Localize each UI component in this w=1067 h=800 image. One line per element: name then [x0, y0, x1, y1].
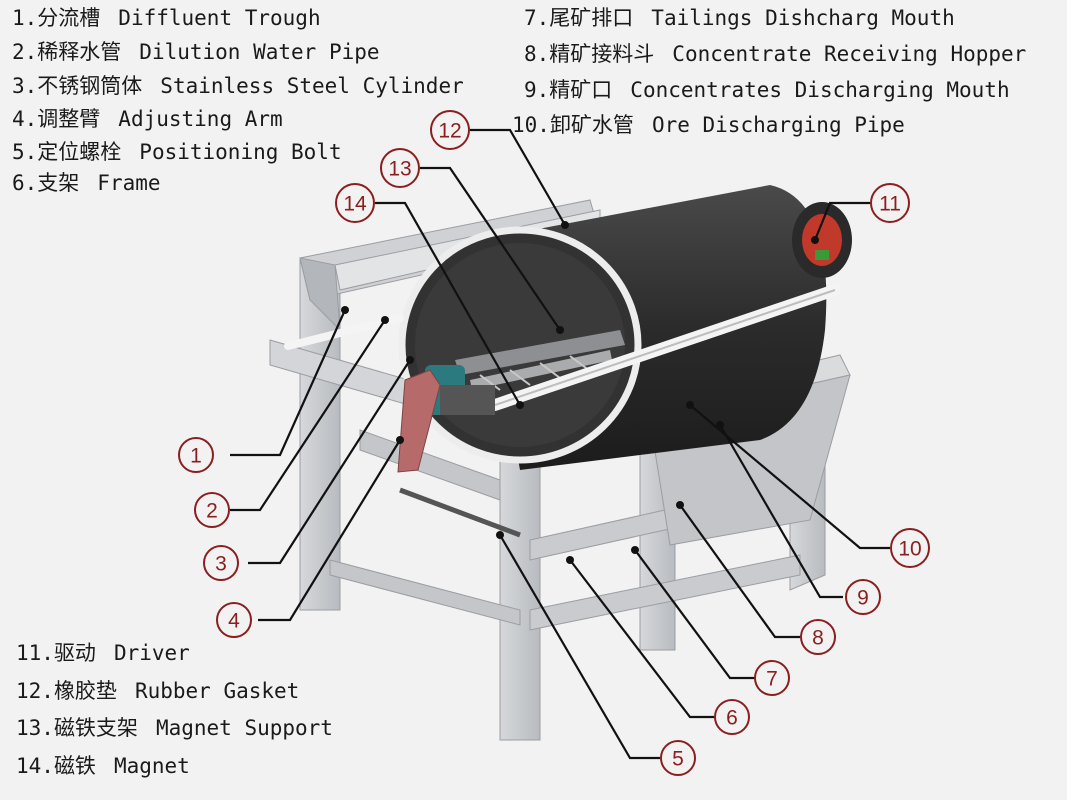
legend-cn: 磁铁: [53, 754, 96, 778]
legend-cn: 尾矿排口: [549, 6, 634, 30]
legend-en: Positioning Bolt: [139, 140, 342, 164]
dilution-water-pipe: [284, 314, 404, 350]
legend-num: 10.: [512, 113, 550, 137]
legend-en: Dilution Water Pipe: [139, 40, 380, 64]
callout-12: 12: [430, 110, 470, 150]
legend-en: Driver: [113, 641, 190, 665]
legend-num: 11.: [16, 641, 54, 665]
callout-11: 11: [870, 183, 910, 223]
legend-num: 13.: [16, 716, 54, 740]
legend-en: Magnet Support: [155, 716, 333, 740]
legend-item-6: 6.支架 Frame: [12, 173, 161, 194]
legend-cn: 磁铁支架: [53, 716, 138, 740]
legend-en: Stainless Steel Cylinder: [160, 74, 464, 98]
legend-cn: 稀释水管: [37, 40, 122, 64]
callout-11-label: 11: [879, 193, 901, 216]
callout-13-label: 13: [388, 158, 411, 181]
legend-en: Tailings Dishcharg Mouth: [651, 6, 955, 30]
callout-5: 5: [660, 740, 696, 776]
legend-cn: 卸矿水管: [549, 113, 634, 137]
legend-en: Ore Discharging Pipe: [651, 113, 905, 137]
legend-item-7: 7.尾矿排口 Tailings Dishcharg Mouth: [524, 8, 955, 29]
legend-num: 5.: [12, 140, 38, 164]
legend-item-9: 9.精矿口 Concentrates Discharging Mouth: [524, 80, 1010, 101]
callout-10: 10: [890, 528, 930, 568]
legend-cn: 调整臂: [37, 107, 101, 131]
driver: [792, 202, 852, 278]
legend-num: 8.: [524, 42, 550, 66]
legend-cn: 橡胶垫: [53, 679, 117, 703]
legend-cn: 不锈钢筒体: [37, 74, 143, 98]
legend-item-8: 8.精矿接料斗 Concentrate Receiving Hopper: [524, 44, 1026, 65]
callout-2-label: 2: [206, 500, 218, 523]
callout-13: 13: [380, 148, 420, 188]
legend-item-4: 4.调整臂 Adjusting Arm: [12, 109, 283, 130]
legend-item-13: 13.磁铁支架 Magnet Support: [16, 718, 333, 739]
callout-9-label: 9: [857, 587, 869, 610]
legend-item-2: 2.稀释水管 Dilution Water Pipe: [12, 42, 380, 63]
callout-3: 3: [203, 545, 239, 581]
legend-en: Rubber Gasket: [134, 679, 300, 703]
callout-7-label: 7: [766, 668, 778, 691]
legend-num: 4.: [12, 107, 38, 131]
legend-cn: 精矿接料斗: [549, 42, 655, 66]
callout-7: 7: [754, 660, 790, 696]
callout-4-label: 4: [228, 610, 240, 633]
adjusting-arm: [397, 369, 521, 538]
callout-5-label: 5: [672, 748, 684, 771]
legend-num: 1.: [12, 6, 38, 30]
legend-cn: 定位螺栓: [37, 140, 122, 164]
callout-6: 6: [714, 699, 750, 735]
leader-lines: [230, 128, 890, 760]
callout-4: 4: [216, 602, 252, 638]
legend-en: Concentrate Receiving Hopper: [672, 42, 1027, 66]
legend-item-14: 14.磁铁 Magnet: [16, 756, 190, 777]
callout-14-label: 14: [343, 193, 367, 216]
legend-num: 14.: [16, 754, 54, 778]
callout-9: 9: [845, 579, 881, 615]
legend-en: Concentrates Discharging Mouth: [630, 78, 1010, 102]
legend-item-3: 3.不锈钢筒体 Stainless Steel Cylinder: [12, 76, 464, 97]
callout-6-label: 6: [726, 707, 738, 730]
legend-cn: 支架: [37, 171, 80, 195]
legend-num: 9.: [524, 78, 550, 102]
legend-cn: 精矿口: [549, 78, 613, 102]
callout-12-label: 12: [438, 120, 461, 143]
callout-8-label: 8: [812, 627, 824, 650]
legend-item-1: 1.分流槽 Diffluent Trough: [12, 8, 321, 29]
legend-item-10: 10.卸矿水管 Ore Discharging Pipe: [512, 115, 905, 136]
legend-en: Adjusting Arm: [118, 107, 283, 131]
callout-1: 1: [178, 437, 214, 473]
legend-en: Frame: [97, 171, 161, 195]
legend-num: 3.: [12, 74, 38, 98]
callout-1-label: 1: [190, 445, 202, 468]
legend-item-12: 12.橡胶垫 Rubber Gasket: [16, 681, 299, 702]
callout-8: 8: [800, 619, 836, 655]
legend-en: Diffluent Trough: [118, 6, 321, 30]
legend-en: Magnet: [113, 754, 190, 778]
legend-item-5: 5.定位螺栓 Positioning Bolt: [12, 142, 342, 163]
legend-item-11: 11.驱动 Driver: [16, 643, 190, 664]
legend-num: 7.: [524, 6, 550, 30]
callout-2: 2: [194, 492, 230, 528]
callout-3-label: 3: [215, 553, 227, 576]
legend-num: 6.: [12, 171, 38, 195]
callout-14: 14: [335, 183, 375, 223]
legend-num: 12.: [16, 679, 54, 703]
legend-cn: 分流槽: [37, 6, 101, 30]
legend-num: 2.: [12, 40, 38, 64]
legend-cn: 驱动: [53, 641, 96, 665]
ore-discharging-pipe: [489, 284, 841, 411]
callout-10-label: 10: [898, 538, 921, 561]
